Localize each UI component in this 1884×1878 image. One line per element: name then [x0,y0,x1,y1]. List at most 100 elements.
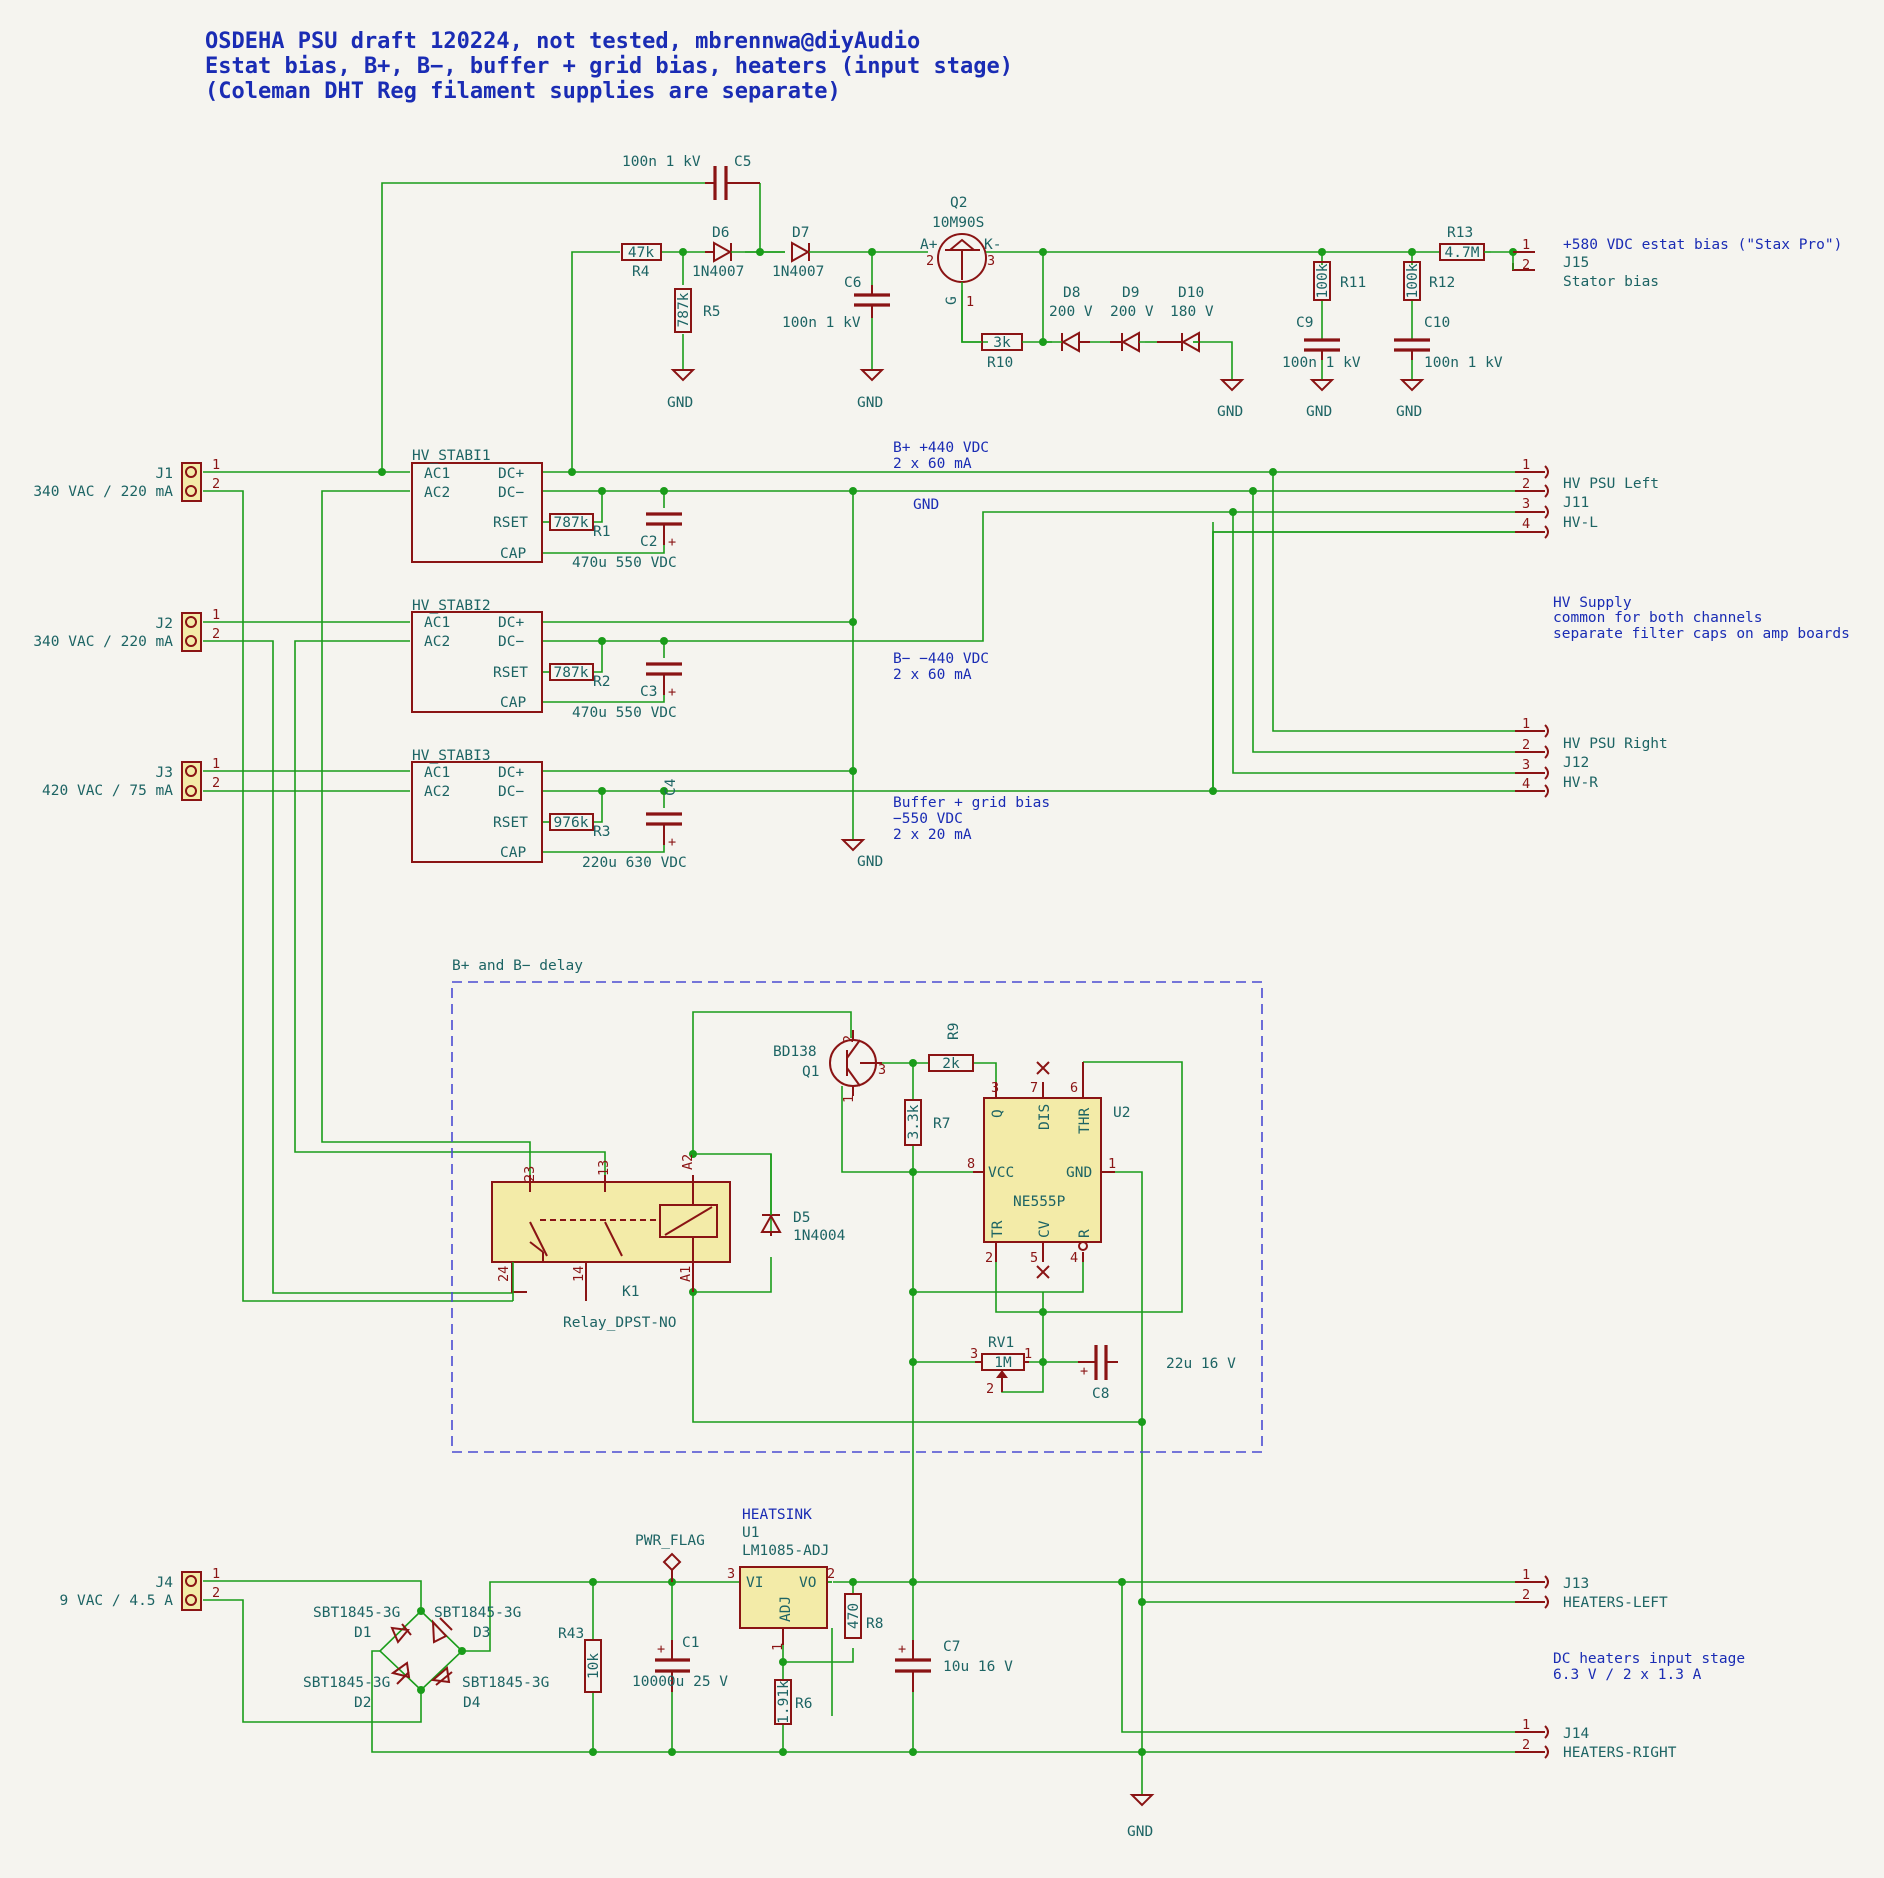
delay-block-label: B+ and B− delay [452,958,583,974]
note-bplus-1: B+ +440 VDC [893,440,989,456]
k1-value: Relay_DPST-NO [563,1315,677,1331]
u2-pin-q: Q [990,1109,1006,1118]
u2-pin3: 3 [991,1080,999,1096]
d6-ref: D6 [712,225,729,241]
gnd-r5: GND [667,369,696,411]
u2-pin1: 1 [1108,1156,1116,1172]
resistor-r4: 47k R4 [621,243,662,280]
d5-ref: D5 [793,1210,810,1226]
capacitor-c3: + C3 470u 550 VDC [572,662,682,721]
gnd-label-c6: GND [857,395,883,411]
j1-value: 340 VAC / 220 mA [33,484,173,500]
hv-stabi1: HV_STABI1 AC1 AC2 DC+ DC− RSET CAP [411,448,543,563]
j11-pin2: 2 [1522,476,1530,492]
d10-ref: D10 [1178,285,1204,301]
r4-value: 47k [628,245,654,261]
u1-value: LM1085-ADJ [742,1543,829,1559]
gnd-heaters: GND [1127,1794,1155,1840]
stabi3-ac2: AC2 [424,784,450,800]
j3-ref: J3 [156,765,173,781]
gnd-d10: GND [1217,379,1245,420]
gnd-label-c10: GND [1396,404,1422,420]
c6-ref: C6 [844,275,861,291]
u2-pin-tr: TR [990,1220,1006,1238]
gnd-hv: GND [840,839,883,870]
r7-value: 3.3k [906,1104,922,1139]
u1-ref: U1 [742,1525,759,1541]
c4-plus: + [668,834,676,850]
c9-ref: C9 [1296,315,1313,331]
resistor-r43: 10k R43 [558,1626,602,1693]
u1-pin1: 1 [770,1643,786,1651]
u2-pin2: 2 [985,1250,993,1266]
stabi2-dcm: DC− [498,634,524,650]
gnd-label-r5: GND [667,395,693,411]
stabi2-cap: CAP [500,695,526,711]
j12-pin1: 1 [1522,716,1530,732]
c1-value: 10000u 25 V [632,1674,728,1690]
d10-value: 180 V [1170,304,1214,320]
diode-d8: D8 200 V [1049,285,1093,353]
gnd-label-c9: GND [1306,404,1332,420]
q1-pin3: 3 [878,1062,886,1078]
r6-ref: R6 [795,1696,812,1712]
notes: B+ +440 VDC 2 x 60 mA GND B− −440 VDC 2 … [893,440,1850,1683]
c8-plus: + [1080,1363,1088,1379]
u1-pin3: 3 [727,1566,735,1582]
stabi1-cap: CAP [500,546,526,562]
d2-ref: D2 [354,1695,371,1711]
r11-value: 100k [1315,263,1331,298]
q1-ref: Q1 [802,1064,819,1080]
r7-ref: R7 [933,1116,950,1132]
potentiometer-rv1: 1M RV1 3 1 2 [970,1335,1032,1397]
diode-d5: D5 1N4004 [760,1210,846,1244]
k1-ref: K1 [622,1284,639,1300]
r4-ref: R4 [632,264,650,280]
c7-ref: C7 [943,1639,960,1655]
connector-j12: 1 2 3 4 HV PSU Right J12 HV-R [1515,716,1668,798]
u2-pin6: 6 [1070,1080,1078,1096]
capacitor-c10: C10 100n 1 kV [1394,315,1503,371]
capacitor-c1: + C1 10000u 25 V [632,1635,728,1692]
j11-pin3: 3 [1522,496,1530,512]
j1-ref: J1 [156,466,173,482]
j12-ref: J12 [1563,755,1589,771]
d5-value: 1N4004 [793,1228,846,1244]
d9-ref: D9 [1122,285,1139,301]
rv1-pin1: 1 [1024,1346,1032,1362]
j11-value: HV-L [1563,515,1598,531]
connector-j4: 1 2 J4 9 VAC / 4.5 A [60,1566,220,1611]
note-dc-1: DC heaters input stage [1553,1651,1745,1667]
hv-stabi2: HV_STABI2 AC1 AC2 DC+ DC− RSET CAP [411,598,543,713]
diode-d10: D10 180 V [1157,285,1214,353]
r13-ref: R13 [1447,225,1473,241]
delay-block-border [451,981,1263,1453]
j1-pin1: 1 [212,457,220,473]
q2-pin1: 1 [966,294,974,310]
q2-pin-k: K- [984,237,1001,253]
note-bplus-2: 2 x 60 mA [893,456,972,472]
u2-ref: U2 [1113,1105,1130,1121]
c7-value: 10u 16 V [943,1659,1013,1675]
j12-value: HV-R [1563,775,1598,791]
resistor-r7: 3.3k R7 [904,1099,950,1146]
gnd-label-d10: GND [1217,404,1243,420]
j2-pin2: 2 [212,626,220,642]
wires [203,182,1515,1795]
j13-value: HEATERS-LEFT [1563,1595,1668,1611]
resistor-r5: 787k R5 [674,288,720,333]
stabi2-ref: HV_STABI2 [412,598,491,614]
note-bminus-1: B− −440 VDC [893,651,989,667]
u1-pin2: 2 [827,1566,835,1582]
c3-plus: + [668,684,676,700]
j3-value: 420 VAC / 75 mA [42,783,173,799]
title-line-3: (Coleman DHT Reg filament supplies are s… [205,79,841,104]
stabi1-ac1: AC1 [424,466,450,482]
r9-ref: R9 [946,1023,962,1040]
j13-ref: J13 [1563,1576,1589,1592]
k1-pin-a1: A1 [678,1266,694,1282]
relay-k1: 23 13 A2 24 14 A1 K1 Relay_DPST-NO [491,1154,731,1331]
r6-value: 1.91k [776,1680,792,1724]
u2-value: NE555P [1013,1194,1066,1210]
c5-ref: C5 [734,154,751,170]
